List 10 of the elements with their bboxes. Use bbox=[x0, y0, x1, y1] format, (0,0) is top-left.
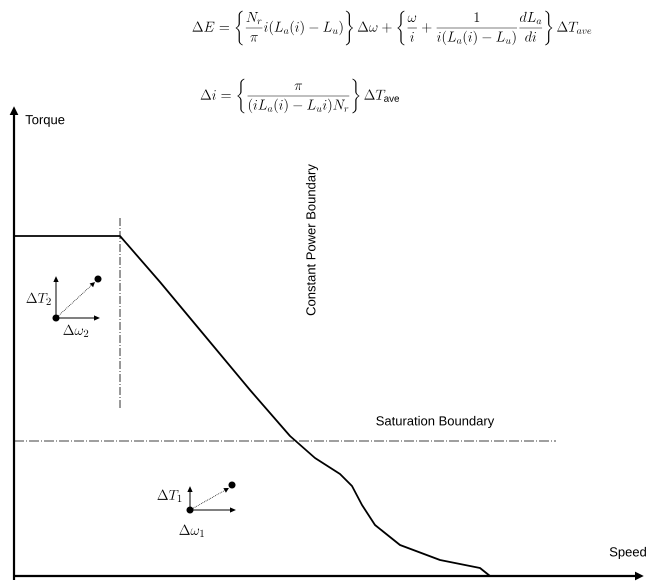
boundary-label: Saturation Boundary bbox=[376, 416, 494, 428]
vector-label: $\Delta T_2$ bbox=[26, 292, 51, 305]
axis-label: Torque bbox=[26, 115, 64, 127]
vector-label: $\Delta\omega_1$ bbox=[179, 524, 204, 537]
boundary-label: Constant Power Boundary bbox=[306, 164, 318, 316]
formula: $\Delta i = \left\{\frac{\pi}{(iL_a(i) - L_u i)N_r}\right\}\Delta T_{\mathrm{ave}}$ bbox=[200, 78, 400, 114]
vector-label: $\Delta\omega_2$ bbox=[63, 324, 88, 337]
vector-label: $\Delta T_1$ bbox=[157, 490, 182, 502]
axis-label: Speed bbox=[610, 546, 646, 560]
formula: $\Delta E = \left\{\frac{N_r}{\pi} i(L_a(i) - L_u)\right\}\Delta\omega + \left\{\frac{\omega}{i} + \frac{1}{i(L_a(i) - L_u)}\frac{dL_a}{di}\right\}\Delta T_{ave}$ bbox=[192, 10, 592, 46]
